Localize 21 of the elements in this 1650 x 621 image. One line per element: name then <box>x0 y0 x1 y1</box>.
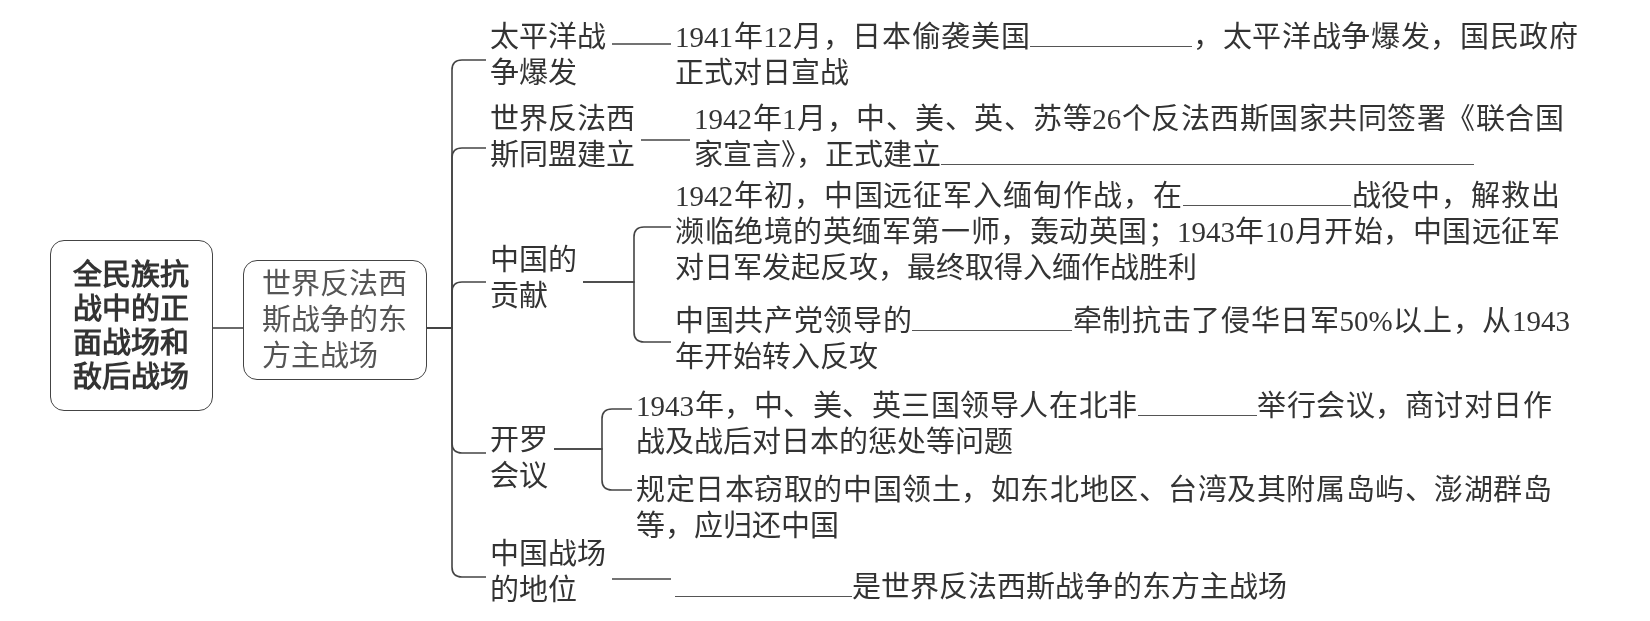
branch-label: 开罗会议 <box>490 422 550 494</box>
statement-text: 1941年12月，日本偷袭美国 ，太平洋战争爆发，国民政府正式对日宣战 <box>675 19 1578 91</box>
statement-text: 1943年，中、美、英三国领导人在北非 举行会议，商讨对日作战及战后对日本的惩处等问题 <box>636 388 1552 460</box>
statement-text: 1942年初，中国远征军入缅甸作战，在 战役中，解救出濒临绝境的英缅军第一师，轰动英国；1943年10月开始，中国远征军对日军发起反攻，最终取得入缅作战胜利 <box>675 178 1560 286</box>
topic-box: 全民族抗战中的正面战场和敌后战场 <box>50 240 213 411</box>
statement-text: 是世界反法西斯战争的东方主战场 <box>675 569 1575 605</box>
statement-text: 规定日本窃取的中国领土，如东北地区、台湾及其附属岛屿、澎湖群岛等，应归还中国 <box>636 472 1552 544</box>
bracket-line <box>582 281 672 343</box>
statement-text: 1942年1月，中、美、英、苏等26个反法西斯国家共同签署《联合国家宣言》，正式建立 <box>694 101 1564 173</box>
connector-line <box>212 327 244 329</box>
bracket-line <box>426 327 487 578</box>
bracket-line <box>553 448 633 491</box>
topic-box: 世界反法西斯战争的东方主战场 <box>243 260 427 380</box>
statement-text: 中国共产党领导的 牵制抗击了侵华日军50%以上，从1943年开始转入反攻 <box>675 303 1570 375</box>
connector-line <box>640 139 691 141</box>
connector-line <box>611 43 672 45</box>
branch-label: 中国的贡献 <box>490 242 579 314</box>
branch-label: 太平洋战争爆发 <box>490 19 608 91</box>
branch-label: 世界反法西斯同盟建立 <box>490 101 637 173</box>
branch-label: 中国战场的地位 <box>490 536 608 608</box>
connector-line <box>611 578 672 580</box>
